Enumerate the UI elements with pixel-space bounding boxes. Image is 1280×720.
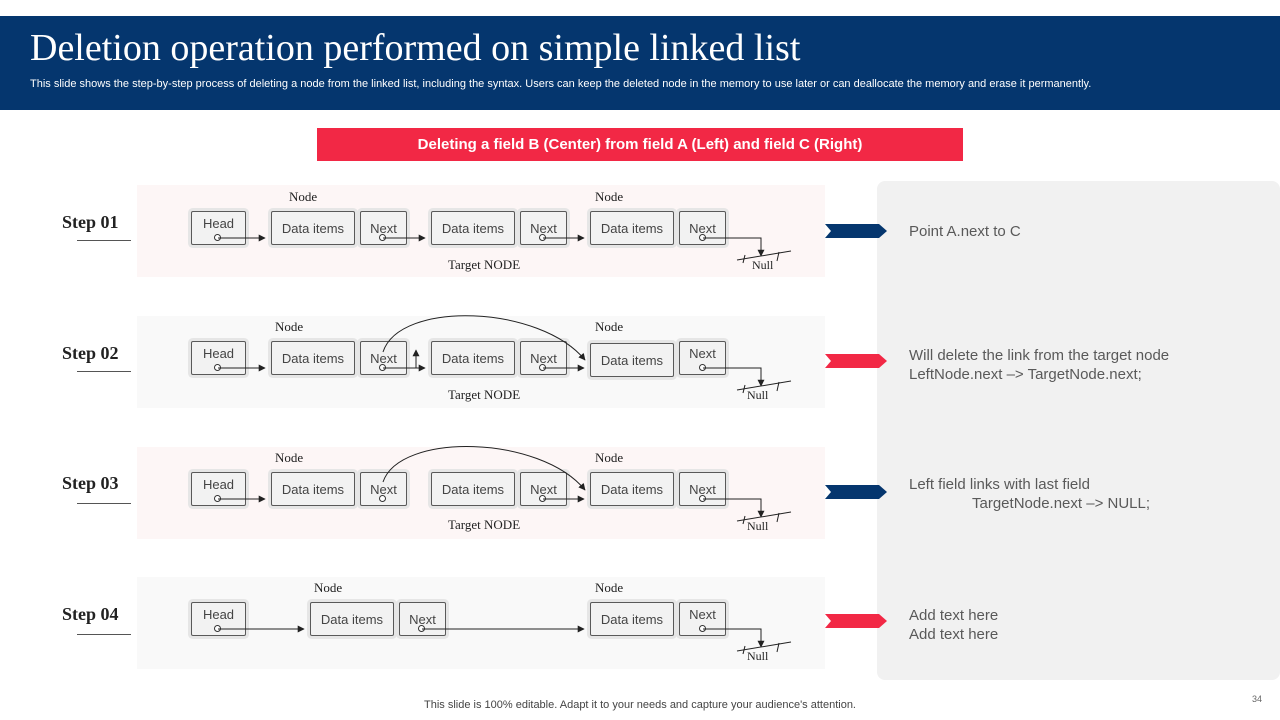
data-items-box: Data items — [590, 602, 674, 636]
data-items-box: Data items — [590, 472, 674, 506]
description-panel — [877, 181, 1280, 680]
node-label: Node — [595, 189, 624, 204]
step-description: Left field links with last field TargetN… — [909, 475, 1150, 513]
page-subtitle: This slide shows the step-by-step proces… — [30, 78, 1092, 90]
description-line: LeftNode.next –> TargetNode.next; — [909, 366, 1142, 383]
null-label: Null — [747, 388, 769, 402]
node-label: Node — [595, 319, 624, 334]
chevron-arrow-icon — [825, 485, 887, 499]
step-underline — [77, 240, 131, 241]
null-label: Null — [747, 519, 769, 533]
target-node-label: Target NODE — [448, 517, 521, 532]
node-label: Node — [275, 319, 304, 334]
description-line: Add text here — [909, 626, 999, 643]
data-items-box: Data items — [310, 602, 394, 636]
description-line: TargetNode.next –> NULL; — [972, 495, 1151, 512]
target-node-label: Target NODE — [448, 387, 521, 402]
section-banner: Deleting a field B (Center) from field A… — [317, 128, 963, 161]
node-label: Node — [595, 450, 624, 465]
next-box: Next — [679, 341, 726, 375]
data-items-box: Data items — [271, 211, 355, 245]
chevron-shape — [825, 614, 887, 628]
head-box: Head — [191, 211, 246, 245]
node-label: Node — [275, 450, 304, 465]
null-label: Null — [752, 258, 774, 272]
node-label: Node — [289, 189, 318, 204]
data-items-box: Data items — [431, 211, 515, 245]
page-title: Deletion operation performed on simple l… — [30, 27, 801, 69]
chevron-arrow-icon — [825, 354, 887, 368]
chevron-shape — [825, 354, 887, 368]
step-label: Step 04 — [62, 604, 119, 624]
chevron-shape — [825, 224, 887, 238]
data-items-box: Data items — [431, 472, 515, 506]
data-items-box: Data items — [271, 341, 355, 375]
pointer-dot — [379, 495, 386, 502]
data-items-box: Data items — [590, 343, 674, 377]
description-line: Add text here — [909, 607, 999, 624]
step-underline — [77, 371, 131, 372]
step-label: Step 01 — [62, 212, 119, 232]
header-bar: Deletion operation performed on simple l… — [0, 16, 1280, 110]
data-items-box: Data items — [431, 341, 515, 375]
page-number: 34 — [1252, 694, 1263, 704]
description-line: Point A.next to C — [909, 223, 1021, 240]
step-description: Point A.next to C — [909, 222, 1021, 241]
data-items-box: Data items — [271, 472, 355, 506]
node-label: Node — [595, 580, 624, 595]
chevron-shape — [825, 485, 887, 499]
step-underline — [77, 503, 131, 504]
footer-note: This slide is 100% editable. Adapt it to… — [424, 699, 856, 711]
step-description: Will delete the link from the target nod… — [909, 346, 1169, 384]
next-box: Next — [679, 602, 726, 636]
step-label: Step 03 — [62, 473, 119, 493]
next-box: Next — [360, 472, 407, 506]
description-line: Left field links with last field — [909, 476, 1090, 493]
target-node-label: Target NODE — [448, 257, 521, 272]
null-label: Null — [747, 649, 769, 663]
data-items-box: Data items — [590, 211, 674, 245]
node-label: Node — [314, 580, 343, 595]
description-line: Will delete the link from the target nod… — [909, 347, 1170, 364]
chevron-arrow-icon — [825, 224, 887, 238]
step-underline — [77, 634, 131, 635]
step-label: Step 02 — [62, 343, 119, 363]
step-description: Add text here Add text here — [909, 606, 998, 644]
chevron-arrow-icon — [825, 614, 887, 628]
